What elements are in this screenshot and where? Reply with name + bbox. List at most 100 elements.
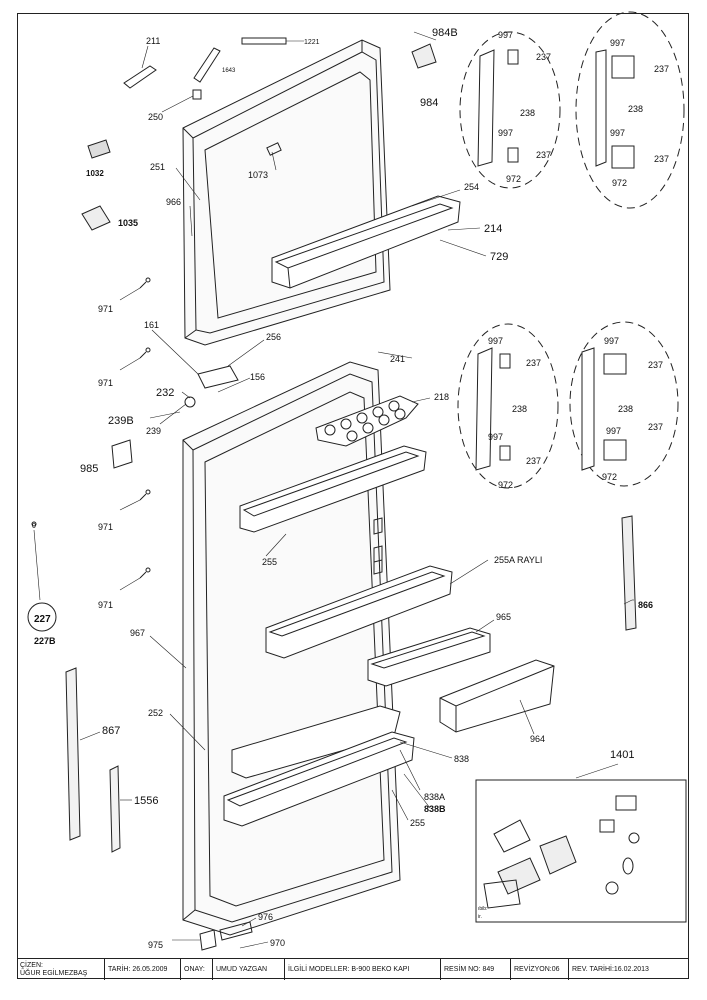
shelf-254 [271,195,461,289]
label-967: 967 [130,628,145,638]
label-0: 0 [32,523,36,530]
label-211: 211 [146,36,160,46]
label-256: 256 [266,332,281,342]
label-965: 965 [496,612,511,622]
part-232 [184,396,196,408]
label-976: 976 [258,912,273,922]
drawing-frame [17,13,689,979]
hinge-976 [219,921,253,941]
part-227 [27,602,57,632]
label-1401: 1401 [610,749,634,761]
label-239b: 239B [108,415,134,427]
label-218: 218 [434,392,449,402]
h2-237b: 237 [654,154,669,164]
cover-1556 [109,765,121,853]
part-1073 [266,142,282,156]
handle-group-3 [457,323,559,489]
label-227b: 227B [34,636,56,646]
h4-972: 972 [602,472,617,482]
handle-cap-1b [507,147,519,163]
label-966: 966 [166,197,181,207]
label-1221: 1221 [304,39,320,46]
screw-971-set [139,277,151,579]
upper-door [182,39,391,346]
kit-note-a: ıbib: [478,906,487,912]
label-984: 984 [420,97,438,109]
box-964 [439,659,555,733]
label-254: 254 [464,182,479,192]
handle-238-2 [595,49,607,167]
part-0 [31,521,37,527]
tb-onay-label: ONAY: [181,959,213,980]
handle-cap-2a [611,55,635,79]
handle-cap-4a [603,353,627,375]
label-252: 252 [148,708,163,718]
label-1035: 1035 [118,218,138,228]
part-1032 [87,139,111,159]
label-984b: 984B [432,27,458,39]
label-255-a: 255 [262,557,277,567]
tb-resim-no: RESİM NO: 849 [441,959,511,980]
title-block: ÇİZEN: ÜĞUR EGİLMEZBAŞ TARİH: 26.05.2009… [17,958,689,980]
handle-cap-2b [611,145,635,169]
h3-237a: 237 [526,358,541,368]
h1-237a: 237 [536,52,551,62]
kit-1401-box [475,779,687,923]
h4-997a: 997 [604,336,619,346]
label-251: 251 [150,162,165,172]
label-255-b: 255 [410,818,425,828]
label-227: 227 [34,614,51,625]
label-255a-rayli: 255A RAYLI [494,555,542,565]
label-971-b: 971 [98,378,113,388]
part-labels: 211 1221 984B 984 1643 250 1032 251 1073… [32,27,653,950]
label-971-a: 971 [98,304,113,314]
part-250 [192,89,202,100]
label-161: 161 [144,320,159,330]
h3-997a: 997 [488,336,503,346]
label-241: 241 [390,354,405,364]
h4-997b: 997 [606,426,621,436]
handle-group-4 [569,321,679,487]
h1-238: 238 [520,108,535,118]
tb-revizyon: REVİZYON:06 [511,959,569,980]
part-984 [411,43,437,69]
label-971-d: 971 [98,600,113,610]
egg-tray-218 [315,395,419,447]
h4-237b: 237 [648,422,663,432]
label-729: 729 [490,251,508,263]
tb-modeller: İLGİLİ MODELLER: B-900 BEKO KAPI [285,959,441,980]
label-250: 250 [148,112,163,122]
label-1032: 1032 [86,169,104,178]
label-985: 985 [80,463,98,475]
h4-237a: 237 [648,360,663,370]
h1-237b: 237 [536,150,551,160]
handle-238-3 [475,347,493,471]
h2-972: 972 [612,178,627,188]
h3-237b: 237 [526,456,541,466]
label-156: 156 [250,372,265,382]
shelf-255a-rayli [265,565,453,659]
h3-997b: 997 [488,432,503,442]
kit-note-b: ir. [478,914,482,920]
leader-lines [33,31,634,949]
gasket-866 [621,515,637,631]
part-1643 [193,47,221,83]
label-866: 866 [638,600,653,610]
handle-238-4 [581,347,595,471]
shelf-255-lower [223,731,415,827]
label-838a: 838A [424,792,445,802]
h2-997a: 997 [610,38,625,48]
h2-238: 238 [628,104,643,114]
label-838b: 838B [424,804,446,814]
hinge-161 [197,365,239,389]
h2-997b: 997 [610,128,625,138]
part-985 [111,439,133,469]
hinge-975 [199,929,217,951]
label-1073: 1073 [248,170,268,180]
label-970: 970 [270,938,285,948]
tb-cizen-name: ÜĞUR EGİLMEZBAŞ [20,969,88,977]
label-867: 867 [102,725,120,737]
handle-group-1 [459,31,561,189]
